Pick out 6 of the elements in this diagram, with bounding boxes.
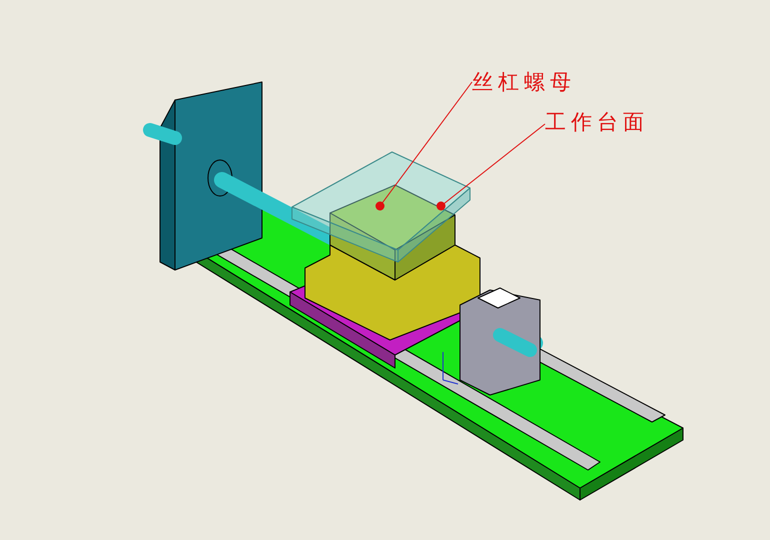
nut-block (330, 184, 456, 280)
leader-line (436, 124, 546, 210)
worktable-plate (292, 152, 470, 262)
callout-label: 工作台面 (545, 110, 649, 134)
callout-label: 丝杠螺母 (472, 70, 576, 94)
leader-line (376, 82, 472, 210)
